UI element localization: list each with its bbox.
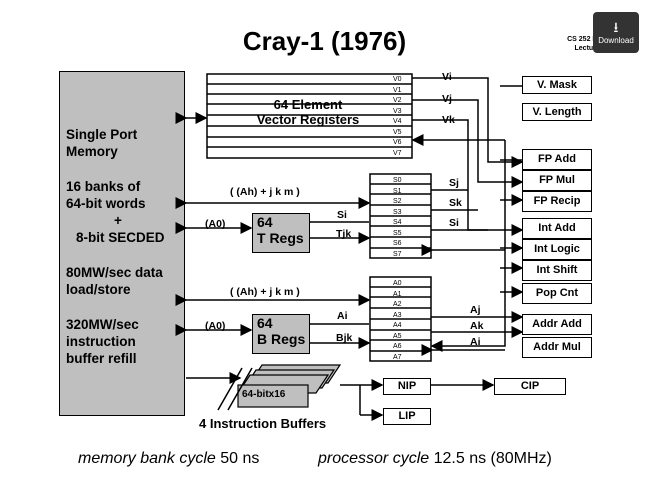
a3-label: A3 (393, 311, 402, 319)
mem-line-1: Memory (66, 144, 118, 159)
instruction-buffers-caption: 4 Instruction Buffers (199, 416, 327, 431)
v1-label: V1 (393, 86, 402, 94)
mem-line-13: buffer refill (66, 351, 137, 366)
b-regs-label: B Regs (257, 331, 306, 347)
mem-line-9: load/store (66, 282, 131, 297)
download-label: Download (598, 36, 634, 45)
v0-label: V0 (393, 76, 402, 83)
s7-label: S7 (393, 250, 402, 258)
port-sj: Sj (449, 177, 459, 189)
a2-label: A2 (393, 301, 402, 308)
footer-processor-cycle: processor cycle 12.5 ns (80MHz) (318, 450, 552, 468)
unit-fp-add: FP Add (522, 149, 592, 170)
footer-right-value: 12.5 ns (80MHz) (433, 450, 552, 467)
b-in-label: Ai (337, 310, 348, 322)
port-ai: Ai (470, 336, 481, 348)
mem-line-8: 80MW/sec data (66, 265, 163, 280)
single-port-memory: Single Port Memory 16 banks of 64-bit wo… (59, 71, 185, 416)
mem-line-5: + (114, 213, 122, 228)
unit-int-shift: Int Shift (522, 260, 592, 281)
a4-label: A4 (393, 322, 402, 329)
t-regs-count: 64 (257, 214, 273, 230)
download-icon: ⭳ (613, 19, 619, 35)
unit-pop-cnt: Pop Cnt (522, 283, 592, 304)
port-vi: Vi (442, 71, 452, 83)
a5-label: A5 (393, 332, 402, 340)
instruction-buffer-label: 64-bitx16 (242, 389, 286, 400)
a-address-label: ( (Ah) + j k m ) (230, 286, 300, 298)
port-aj: Aj (470, 304, 481, 316)
a6-label: A6 (393, 343, 402, 350)
s1-label: S1 (393, 187, 402, 195)
mem-line-4: 64-bit words (66, 196, 146, 211)
v7-label: V7 (393, 149, 402, 157)
s2-label: S2 (393, 198, 402, 205)
s0-label: S0 (393, 177, 402, 184)
v5-label: V5 (393, 128, 402, 136)
b-a0-label: (A0) (205, 320, 226, 332)
port-si: Si (449, 217, 459, 229)
v2-label: V2 (393, 97, 402, 104)
vr-title-2: Vector Registers (256, 112, 360, 127)
unit-int-logic: Int Logic (522, 239, 592, 260)
s3-label: S3 (393, 208, 402, 216)
unit-fp-mul: FP Mul (522, 170, 592, 191)
t-out-label: Tjk (336, 228, 352, 240)
v6-label: V6 (393, 139, 402, 146)
unit-v-mask: V. Mask (522, 76, 592, 94)
s6-label: S6 (393, 240, 402, 247)
footer-left-value: 50 ns (220, 450, 260, 467)
unit-fp-recip: FP Recip (522, 191, 592, 212)
port-ak: Ak (470, 320, 484, 332)
s-register-labels: S0 S1 S2 S3 S4 S5 S6 S7 (393, 176, 402, 260)
vr-title-1: 64 Element (273, 97, 343, 112)
footer-memory-cycle: memory bank cycle 50 ns (78, 450, 259, 468)
a-register-labels: A0 A1 A2 A3 A4 A5 A6 A7 (393, 279, 402, 363)
a0-label: A0 (393, 280, 402, 287)
b-out-label: Bjk (336, 332, 353, 344)
port-vk: Vk (442, 114, 455, 126)
ibuf-0 (237, 384, 309, 408)
footer-left-italic: memory bank cycle (78, 450, 216, 467)
footer-right-italic: processor cycle (318, 450, 430, 467)
unit-addr-mul: Addr Mul (522, 337, 592, 358)
vector-register-labels: V0 V1 V2 V3 V4 V5 V6 V7 (393, 75, 402, 159)
s-address-label: ( (Ah) + j k m ) (230, 186, 300, 198)
s4-label: S4 (393, 219, 402, 226)
mem-line-3: 16 banks of (66, 179, 141, 194)
vector-registers-title: 64 Element Vector Registers (243, 97, 373, 127)
lip-box: LIP (383, 408, 431, 425)
unit-int-add: Int Add (522, 218, 592, 239)
b-regs-count: 64 (257, 315, 273, 331)
mem-line-6: 8-bit SECDED (76, 230, 165, 245)
t-regs-label: T Regs (257, 230, 304, 246)
mem-line-12: instruction (66, 334, 136, 349)
mem-line-11: 320MW/sec (66, 317, 139, 332)
port-sk: Sk (449, 197, 462, 209)
a1-label: A1 (393, 290, 402, 298)
port-vj: Vj (442, 93, 452, 105)
t-in-label: Si (337, 209, 347, 221)
unit-v-length: V. Length (522, 103, 592, 121)
s5-label: S5 (393, 229, 402, 237)
b-regs: 64 B Regs (252, 314, 310, 354)
t-a0-label: (A0) (205, 218, 226, 230)
unit-addr-add: Addr Add (522, 314, 592, 335)
v3-label: V3 (393, 107, 402, 115)
v4-label: V4 (393, 118, 402, 125)
t-regs: 64 T Regs (252, 213, 310, 253)
slide-title: Cray-1 (1976) (242, 26, 407, 56)
mem-line-0: Single Port (66, 127, 138, 142)
a7-label: A7 (393, 353, 402, 361)
nip-box: NIP (383, 378, 431, 395)
download-button[interactable]: ⭳ Download (593, 12, 639, 53)
cip-box: CIP (494, 378, 566, 395)
